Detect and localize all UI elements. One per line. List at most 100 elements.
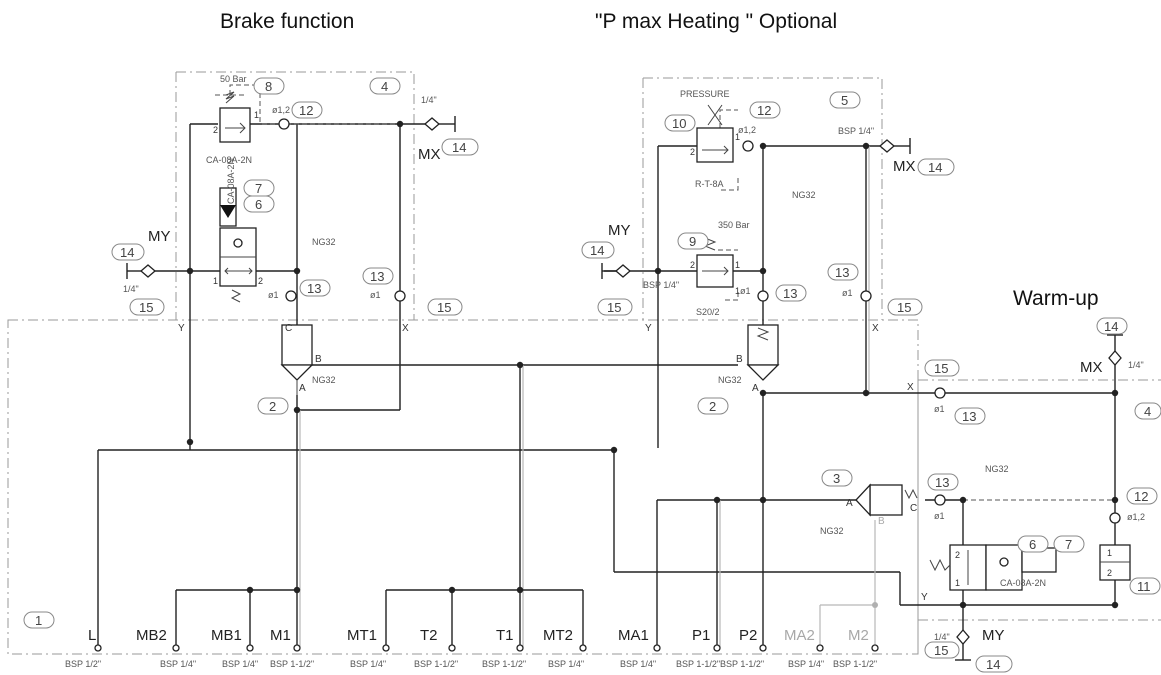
logic-valve-3 xyxy=(855,483,918,517)
item-number: 15 xyxy=(607,300,621,315)
port-MA1: MA1 xyxy=(618,627,649,644)
port-MB2: MB2 xyxy=(136,627,167,644)
warmup-module-boundary xyxy=(917,379,1161,654)
mx-label: MX xyxy=(418,146,441,163)
brake-function-title: Brake function xyxy=(220,10,354,33)
orifice-size-label: ø1 xyxy=(268,290,279,300)
item-number: 7 xyxy=(255,181,262,196)
valve-code-label: CA-08A-2N xyxy=(226,158,236,204)
bsp-label: BSP 1-1/2" xyxy=(414,659,458,669)
item-number: 14 xyxy=(928,160,942,175)
item-number: 13 xyxy=(835,265,849,280)
pin-number: 1 xyxy=(735,286,740,296)
bar-rating-label: 50 Bar xyxy=(220,74,247,84)
my-label: MY xyxy=(982,627,1005,644)
item-bubbles: 1 2 2 3 4 4 5 6 6 7 7 8 9 10 11 12 12 12… xyxy=(23,77,1161,673)
port-T1: T1 xyxy=(496,627,514,644)
port-T2: T2 xyxy=(420,627,438,644)
x-label: X xyxy=(907,382,914,393)
item-number: 14 xyxy=(452,140,466,155)
item-number: 2 xyxy=(709,399,716,414)
my-label: MY xyxy=(608,222,631,239)
orifices xyxy=(278,118,1121,524)
ng32-label: NG32 xyxy=(718,375,742,385)
pressure-label: PRESSURE xyxy=(680,89,730,99)
ng32-label: NG32 xyxy=(985,464,1009,474)
valve-code-label: S20/2 xyxy=(696,307,720,317)
pin-number: 2 xyxy=(690,147,695,157)
orifice-size-label: ø1 xyxy=(740,286,751,296)
a-label: A xyxy=(752,383,759,394)
bsp-label: BSP 1-1/2" xyxy=(270,659,314,669)
main-block-boundary xyxy=(7,319,919,655)
x-label: X xyxy=(402,323,409,334)
item-number: 14 xyxy=(120,245,134,260)
b-label: B xyxy=(736,354,743,365)
size-label: 1/4" xyxy=(934,632,950,642)
orifice-size-label: ø1 xyxy=(934,404,945,414)
item-number: 13 xyxy=(962,409,976,424)
ng32-label: NG32 xyxy=(820,526,844,536)
pin-number: 2 xyxy=(213,125,218,135)
bsp-label: BSP 1/4" xyxy=(788,659,824,669)
port-L: L xyxy=(88,627,96,644)
brake-module-boundary xyxy=(176,71,415,320)
port-markers xyxy=(94,644,879,652)
valve-code-label: CA-08A-2N xyxy=(1000,578,1046,588)
warmup-title: Warm-up xyxy=(1013,287,1099,310)
item-number: 15 xyxy=(934,643,948,658)
item-number: 15 xyxy=(897,300,911,315)
item-number: 10 xyxy=(672,116,686,131)
bar-rating-label: 350 Bar xyxy=(718,220,750,230)
a-label: A xyxy=(299,383,306,394)
item-number: 14 xyxy=(590,243,604,258)
pin-number: 1 xyxy=(213,276,218,286)
bsp-label: BSP 1/4" xyxy=(160,659,196,669)
item-number: 8 xyxy=(265,79,272,94)
item-number: 13 xyxy=(307,281,321,296)
measuring-couplings xyxy=(126,116,1123,661)
b-label: B xyxy=(878,516,885,527)
item-number: 11 xyxy=(1137,579,1151,594)
item-number: 13 xyxy=(783,286,797,301)
logic-valve-2-left xyxy=(280,324,314,395)
port-M1: M1 xyxy=(270,627,291,644)
heating-title: "P max Heating " Optional xyxy=(595,10,837,33)
component-11 xyxy=(1099,544,1131,581)
bsp-label: BSP 1-1/2" xyxy=(833,659,877,669)
orifice-size-label: ø1,2 xyxy=(272,105,290,115)
item-number: 13 xyxy=(370,269,384,284)
item-number: 14 xyxy=(986,657,1000,672)
a-label: A xyxy=(846,498,853,509)
valve-code-label: CA-08A-2N xyxy=(206,155,252,165)
port-M2: M2 xyxy=(848,627,869,644)
junction-dots xyxy=(186,120,1119,609)
item-number: 15 xyxy=(934,361,948,376)
orifice-size-label: ø1 xyxy=(370,290,381,300)
heating-module-boundary xyxy=(643,77,883,320)
check-valve-7 xyxy=(219,187,237,227)
pressure-reducing-valve-8 xyxy=(219,91,251,143)
item-number: 6 xyxy=(1029,537,1036,552)
pin-number: 2 xyxy=(1107,568,1112,578)
c-label: C xyxy=(285,323,292,334)
ng32-label: NG32 xyxy=(312,237,336,247)
item-number: 12 xyxy=(757,103,771,118)
bsp-label: BSP 1/4" xyxy=(838,126,874,136)
bsp-label: BSP 1/4" xyxy=(548,659,584,669)
port-P1: P1 xyxy=(692,627,710,644)
ng32-label: NG32 xyxy=(792,190,816,200)
item-number: 12 xyxy=(1134,489,1148,504)
pin-number: 1 xyxy=(955,578,960,588)
port-MT2: MT2 xyxy=(543,627,573,644)
mx-label: MX xyxy=(893,158,916,175)
pin-number: 1 xyxy=(1107,548,1112,558)
item-number: 9 xyxy=(689,234,696,249)
bsp-label: BSP 1/4" xyxy=(620,659,656,669)
size-label: 1/4" xyxy=(421,95,437,105)
item-number: 7 xyxy=(1065,537,1072,552)
item-number: 15 xyxy=(437,300,451,315)
pin-number: 1 xyxy=(735,132,740,142)
bsp-label: BSP 1/2" xyxy=(65,659,101,669)
